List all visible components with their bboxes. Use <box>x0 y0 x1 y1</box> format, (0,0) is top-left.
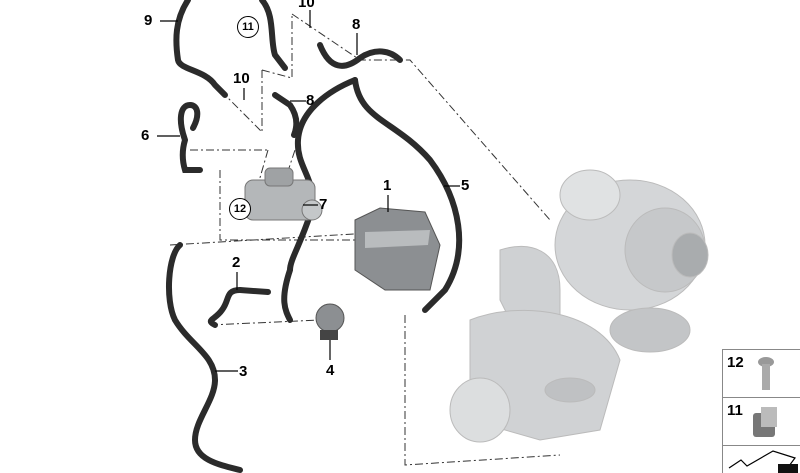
callout-8: 8 <box>306 92 315 109</box>
legend-number: 12 <box>727 354 744 371</box>
turbocharger <box>449 169 709 443</box>
callout-3: 3 <box>239 363 248 380</box>
callout-12-circled: 12 <box>229 198 251 220</box>
hose-2 <box>207 287 243 328</box>
hose-8a <box>317 42 403 69</box>
callout-8: 8 <box>352 16 361 33</box>
hose-5b <box>352 77 463 313</box>
callout-10: 10 <box>233 70 250 87</box>
callout-6: 6 <box>141 127 150 144</box>
hose-6 <box>177 101 203 173</box>
callout-10: 10 <box>298 0 315 11</box>
legend-item-12: 12 <box>722 349 800 399</box>
legend-item-11: 11 <box>722 397 800 447</box>
callout-11-circled: 11 <box>237 16 259 38</box>
pressure-converter-4 <box>315 303 345 340</box>
callout-7: 7 <box>319 196 328 213</box>
hose-2b <box>237 287 271 295</box>
callout-9: 9 <box>144 12 153 29</box>
callout-lines <box>157 10 460 372</box>
vacuum-valve-7 <box>244 167 323 221</box>
hose-11 <box>259 0 288 71</box>
hose-9 <box>173 0 228 98</box>
clip-nut-icon <box>753 407 777 437</box>
gasket-kit-icon <box>728 450 798 473</box>
legend-item-gasket <box>722 445 800 473</box>
callout-1: 1 <box>383 177 392 194</box>
hose-3 <box>165 242 243 473</box>
hose-8b <box>272 92 300 138</box>
callout-4: 4 <box>326 362 335 379</box>
screw-icon <box>758 357 774 390</box>
callout-5: 5 <box>461 177 470 194</box>
callout-2: 2 <box>232 254 241 271</box>
vacuum-reservoir-1 <box>354 207 441 291</box>
legend-number: 11 <box>727 402 743 419</box>
